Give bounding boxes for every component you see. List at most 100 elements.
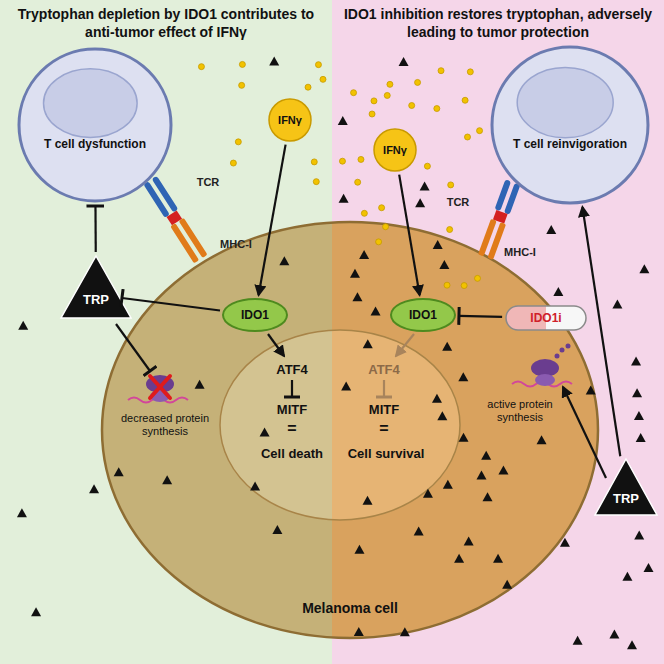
gene-label: ATF4 [368, 362, 400, 377]
node-shape [60, 255, 132, 319]
tryptophan-mark [350, 269, 360, 278]
text-holder: IFNγ [373, 128, 417, 172]
text-holder: IDO1 [222, 298, 288, 332]
node-label: IDO1 [241, 308, 269, 322]
label-holder: = [379, 420, 388, 438]
tryptophan-mark [622, 572, 632, 581]
process-label: decreased protein synthesis [110, 412, 220, 438]
ifng-dot [339, 158, 345, 164]
ifng-dot [434, 106, 440, 112]
pathway-arrows [116, 324, 606, 478]
tryptophan-mark [354, 627, 364, 636]
tryptophan-mark [341, 382, 351, 391]
tryptophan-mark [352, 292, 362, 301]
ifng-dot [447, 227, 453, 233]
activation-connector [399, 175, 419, 295]
ifng-dot [355, 179, 361, 185]
label-holder: active protein synthesis [470, 398, 570, 424]
tryptophan-mark [609, 629, 619, 638]
tryptophan-mark [476, 471, 486, 480]
inhibition-connector [122, 298, 220, 311]
label-holder: TCR [447, 196, 470, 208]
node-label: IFNγ [278, 114, 302, 126]
inhibition-connector [459, 316, 502, 317]
text-holder: IDO1 [390, 298, 456, 332]
ifng-dot [351, 90, 357, 96]
tryptophan-mark [114, 467, 124, 476]
ido1-oval: IDO1 [390, 298, 456, 332]
tryptophan-mark [272, 525, 282, 534]
ifng-dot [239, 61, 245, 67]
tryptophan-mark [483, 492, 493, 501]
ifng-dot [424, 163, 430, 169]
label-holder: Cell survival [348, 446, 425, 461]
node-label: T cell reinvigoration [500, 137, 640, 151]
tryptophan-mark [89, 484, 99, 493]
text-holder: T cell dysfunction [27, 137, 163, 151]
text-holder: IFNγ [268, 98, 312, 142]
ifng-dot [358, 156, 364, 162]
tryptophan-mark [414, 527, 424, 536]
t-cell: T cell reinvigoration [490, 45, 650, 205]
label-holder: decreased protein synthesis [110, 412, 220, 438]
ifng-dot [371, 98, 377, 104]
tryptophan-mark [354, 545, 364, 554]
ido1-oval: IDO1 [222, 298, 288, 332]
ifng-dot [369, 111, 375, 117]
inhibition-connector [94, 206, 96, 252]
gene-label: MITF [369, 402, 399, 417]
text-holder: TRP [594, 491, 658, 506]
label-holder: = [287, 420, 296, 438]
ifng-dot [361, 210, 367, 216]
ifng-circle: IFNγ [373, 128, 417, 172]
ifng-dot [461, 283, 467, 289]
ifng-dot [467, 69, 473, 75]
tryptophan-mark [371, 307, 381, 316]
trp-triangle: TRP [594, 458, 658, 516]
text-holder: Tryptophan depletion by IDO1 contributes… [8, 6, 324, 41]
label-holder: MHC-I [504, 246, 536, 258]
ifng-dot [198, 64, 204, 70]
equals-sign: = [379, 420, 388, 438]
node-shape [17, 47, 173, 203]
tryptophan-mark [443, 480, 453, 489]
ifng-dot [438, 68, 444, 74]
activation-connector [259, 145, 286, 296]
ifng-circle: IFNγ [268, 98, 312, 142]
tryptophan-mark [339, 194, 349, 203]
tryptophan-mark [459, 433, 469, 442]
ribosome-stalled [128, 375, 188, 403]
tryptophan-mark [439, 260, 449, 269]
text-holder: IDO1 inhibition restores tryptophan, adv… [340, 6, 656, 41]
label-holder: MHC-I [220, 238, 252, 250]
text-holder: T cell reinvigoration [500, 137, 640, 151]
ifng-dot [311, 159, 317, 165]
tryptophan-mark [553, 287, 563, 296]
node-label: TRP [60, 292, 132, 307]
tryptophan-mark [636, 433, 646, 442]
tryptophan-mark [643, 563, 653, 572]
process-label: active protein synthesis [470, 398, 570, 424]
ifng-dot [313, 179, 319, 185]
tryptophan-mark [632, 388, 642, 397]
trp-triangle: TRP [60, 255, 132, 319]
tryptophan-mark [423, 489, 433, 498]
tryptophan-mark [399, 57, 409, 66]
tryptophan-mark [573, 636, 583, 645]
ifng-dot [409, 103, 415, 109]
tryptophan-mark [363, 496, 373, 505]
t-cell: T cell dysfunction [17, 47, 173, 203]
label-holder: MITF [369, 402, 399, 417]
tryptophan-mark [338, 116, 348, 125]
tryptophan-mark [363, 339, 373, 348]
node-label: IDO1 [409, 308, 437, 322]
ifng-dot [462, 97, 468, 103]
label-holder: TCR [197, 176, 220, 188]
activation-connector [582, 207, 620, 456]
tryptophan-mark [17, 508, 27, 517]
node-label: IDO1i [530, 311, 561, 325]
tryptophan-mark [31, 607, 41, 616]
tryptophan-mark [437, 411, 447, 420]
